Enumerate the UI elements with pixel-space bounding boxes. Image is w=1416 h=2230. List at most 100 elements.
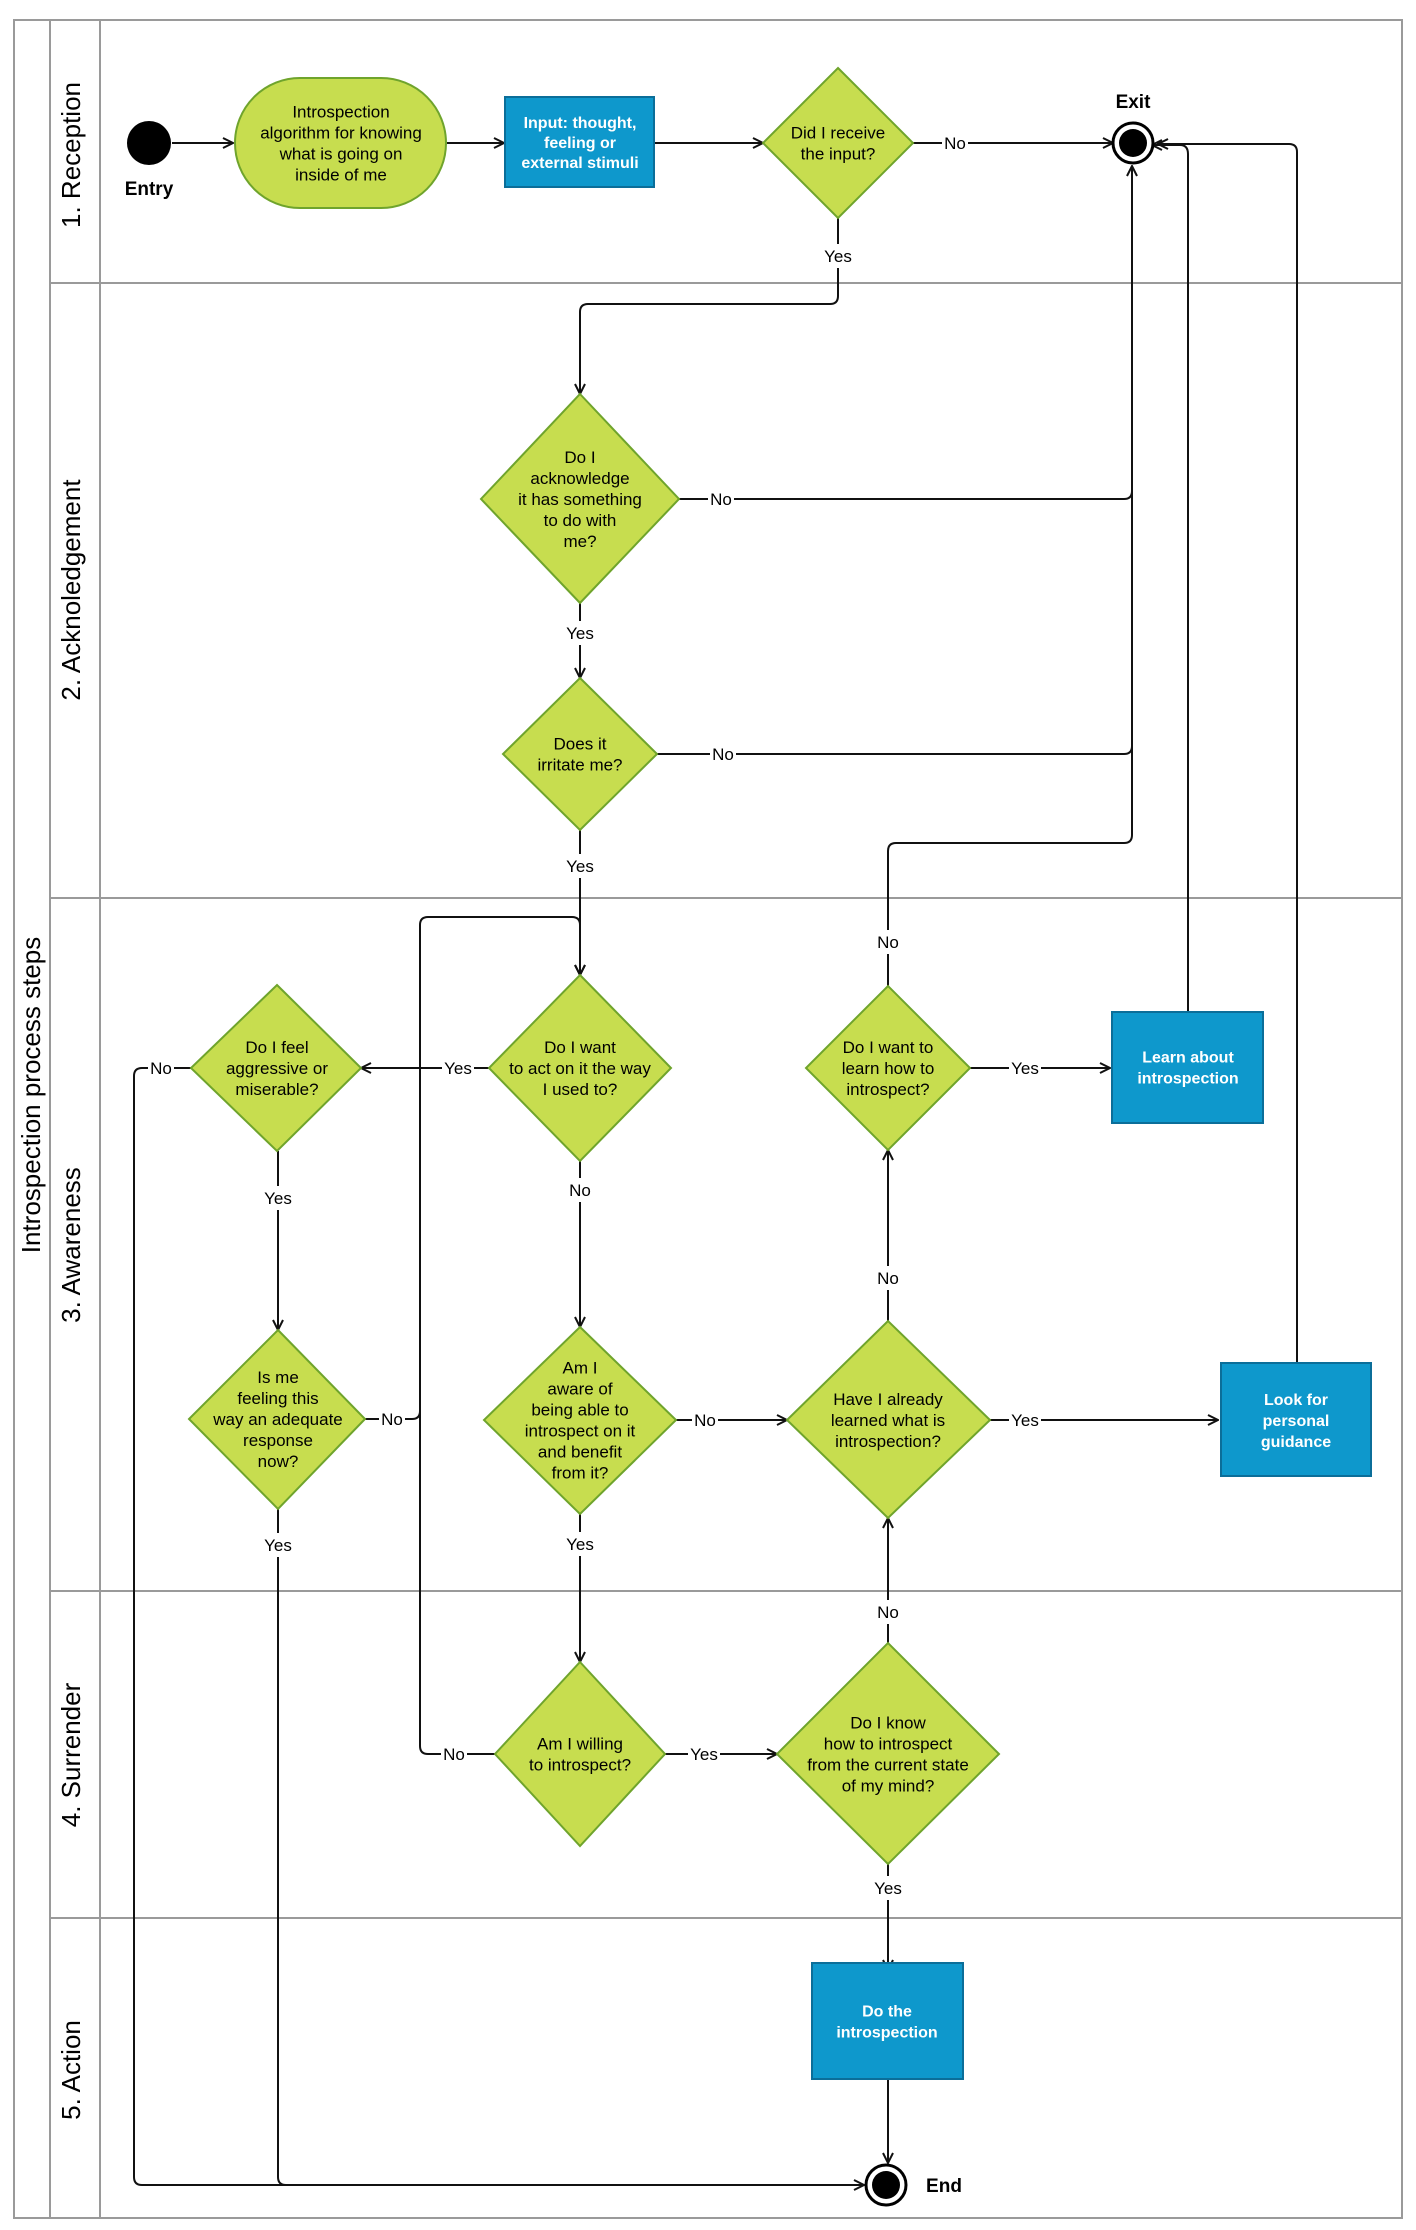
node-text-line: from it? [552, 1464, 609, 1483]
irritate-decision: Does it irritate me? [501, 676, 659, 832]
edge-label-aggr-no: No [150, 1059, 172, 1078]
edge-acknowledge-no-to-exit [679, 166, 1132, 500]
edge-wantlearn-no-to-exit [887, 166, 1133, 986]
node-text-line: miserable? [235, 1080, 318, 1099]
edges [133, 143, 1298, 2186]
act-text: Do I want to act on it the way I used to? [509, 1038, 651, 1099]
node-text-line: feeling or [544, 135, 616, 152]
edge-adequate-yes-to-end [277, 1509, 864, 2186]
node-text-line: introspection [836, 2025, 937, 2042]
node-text-line: Do I [564, 448, 595, 467]
node-text-line: Look for [1264, 1392, 1328, 1409]
node-text-line: personal [1263, 1413, 1330, 1430]
node-text-line: being able to [531, 1401, 628, 1420]
lanes: 1. Reception 2. Acknoledgement 3. Awaren… [50, 20, 1402, 2218]
node-text-line: I used to? [543, 1080, 618, 1099]
node-text-line: and benefit [538, 1443, 622, 1462]
aggressive-decision: Do I feel aggressive or miserable? [189, 983, 363, 1153]
node-text-line: Do I want [544, 1038, 616, 1057]
node-text-line: me? [563, 532, 596, 551]
edge-label-wantlearn-no: No [877, 933, 899, 952]
node-text-line: external stimuli [521, 155, 638, 172]
node-text-line: Do I know [850, 1714, 926, 1733]
node-text-line: irritate me? [537, 756, 622, 775]
want-learn-text: Do I want to learn how to introspect? [842, 1038, 935, 1099]
node-text-line: now? [258, 1452, 299, 1471]
lane-title-surrender: 4. Surrender [56, 1682, 86, 1827]
edge-label-knowhow-yes: Yes [874, 1879, 902, 1898]
edge-label-adequate-no: No [381, 1410, 403, 1429]
node-text-line: Do the [862, 2004, 912, 2021]
edge-label-learned-no: No [877, 1269, 899, 1288]
node-text-line: Am I [563, 1359, 598, 1378]
node-text-line: Introspection [292, 103, 389, 122]
node-text-line: to do with [544, 511, 617, 530]
edge-label-ack-no: No [710, 490, 732, 509]
learn-box: Learn about introspection [1111, 1011, 1264, 1124]
node-text-line: of my mind? [842, 1777, 935, 1796]
end-node: End [864, 2163, 962, 2207]
node-text-line: way an adequate [212, 1410, 343, 1429]
node-text-line: how to introspect [824, 1735, 953, 1754]
pool: Introspection process steps [13, 19, 1403, 2219]
edge-willing-no-to-act [419, 925, 495, 1755]
node-text-line: introspection [1137, 1071, 1238, 1088]
node-text-line: to introspect? [529, 1756, 631, 1775]
aggressive-text: Do I feel aggressive or miserable? [226, 1038, 328, 1099]
node-text-line: Does it [554, 735, 607, 754]
edge-aggressive-no-to-end [133, 1067, 864, 2185]
pool-title: Introspection process steps [16, 937, 46, 1254]
want-learn-decision: Do I want to learn how to introspect? [804, 984, 972, 1152]
node-text-line: learn how to [842, 1059, 935, 1078]
node-text-line: acknowledge [530, 469, 629, 488]
willing-text: Am I willing to introspect? [529, 1735, 631, 1775]
node-text-line: Is me [257, 1368, 299, 1387]
edge-receive-yes-to-acknowledge [580, 218, 839, 394]
node-text-line: to act on it the way [509, 1059, 651, 1078]
node-text-line: response [243, 1431, 313, 1450]
node-text-line: what is going on [279, 145, 403, 164]
edge-label-adequate-yes: Yes [264, 1536, 292, 1555]
node-text-line: Do I want to [843, 1038, 934, 1057]
do-introspection-text: Do the introspection [836, 2004, 937, 2042]
edge-label-act-yes: Yes [444, 1059, 472, 1078]
node-text-line: Learn about [1142, 1050, 1234, 1067]
lane-title-awareness: 3. Awareness [56, 1167, 86, 1323]
node-text-line: Do I feel [245, 1038, 308, 1057]
edge-label-ack-yes: Yes [566, 624, 594, 643]
node-text-line: aggressive or [226, 1059, 328, 1078]
lane-title-reception: 1. Reception [56, 82, 86, 228]
edge-label-wantlearn-yes: Yes [1011, 1059, 1039, 1078]
node-text-line: from the current state [807, 1756, 969, 1775]
willing-decision: Am I willing to introspect? [493, 1660, 667, 1848]
edge-irritate-no-to-exit [657, 166, 1133, 755]
node-text-line: Have I already [833, 1390, 943, 1409]
edge-label-knowhow-no: No [877, 1603, 899, 1622]
node-text-line: learned what is [831, 1411, 945, 1430]
node-text-line: Am I willing [537, 1735, 623, 1754]
node-text-line: introspect? [846, 1080, 929, 1099]
node-text-line: inside of me [295, 166, 387, 185]
edge-guidance-to-exit [1158, 144, 1298, 1364]
entry-start-icon [127, 121, 171, 165]
node-text-line: introspect on it [525, 1422, 636, 1441]
lane-title-acknowledgement: 2. Acknoledgement [56, 479, 86, 701]
edge-label-receive-yes: Yes [824, 247, 852, 266]
lane-title-action: 5. Action [56, 2020, 86, 2120]
edge-learnbox-to-exit [1152, 145, 1189, 1014]
